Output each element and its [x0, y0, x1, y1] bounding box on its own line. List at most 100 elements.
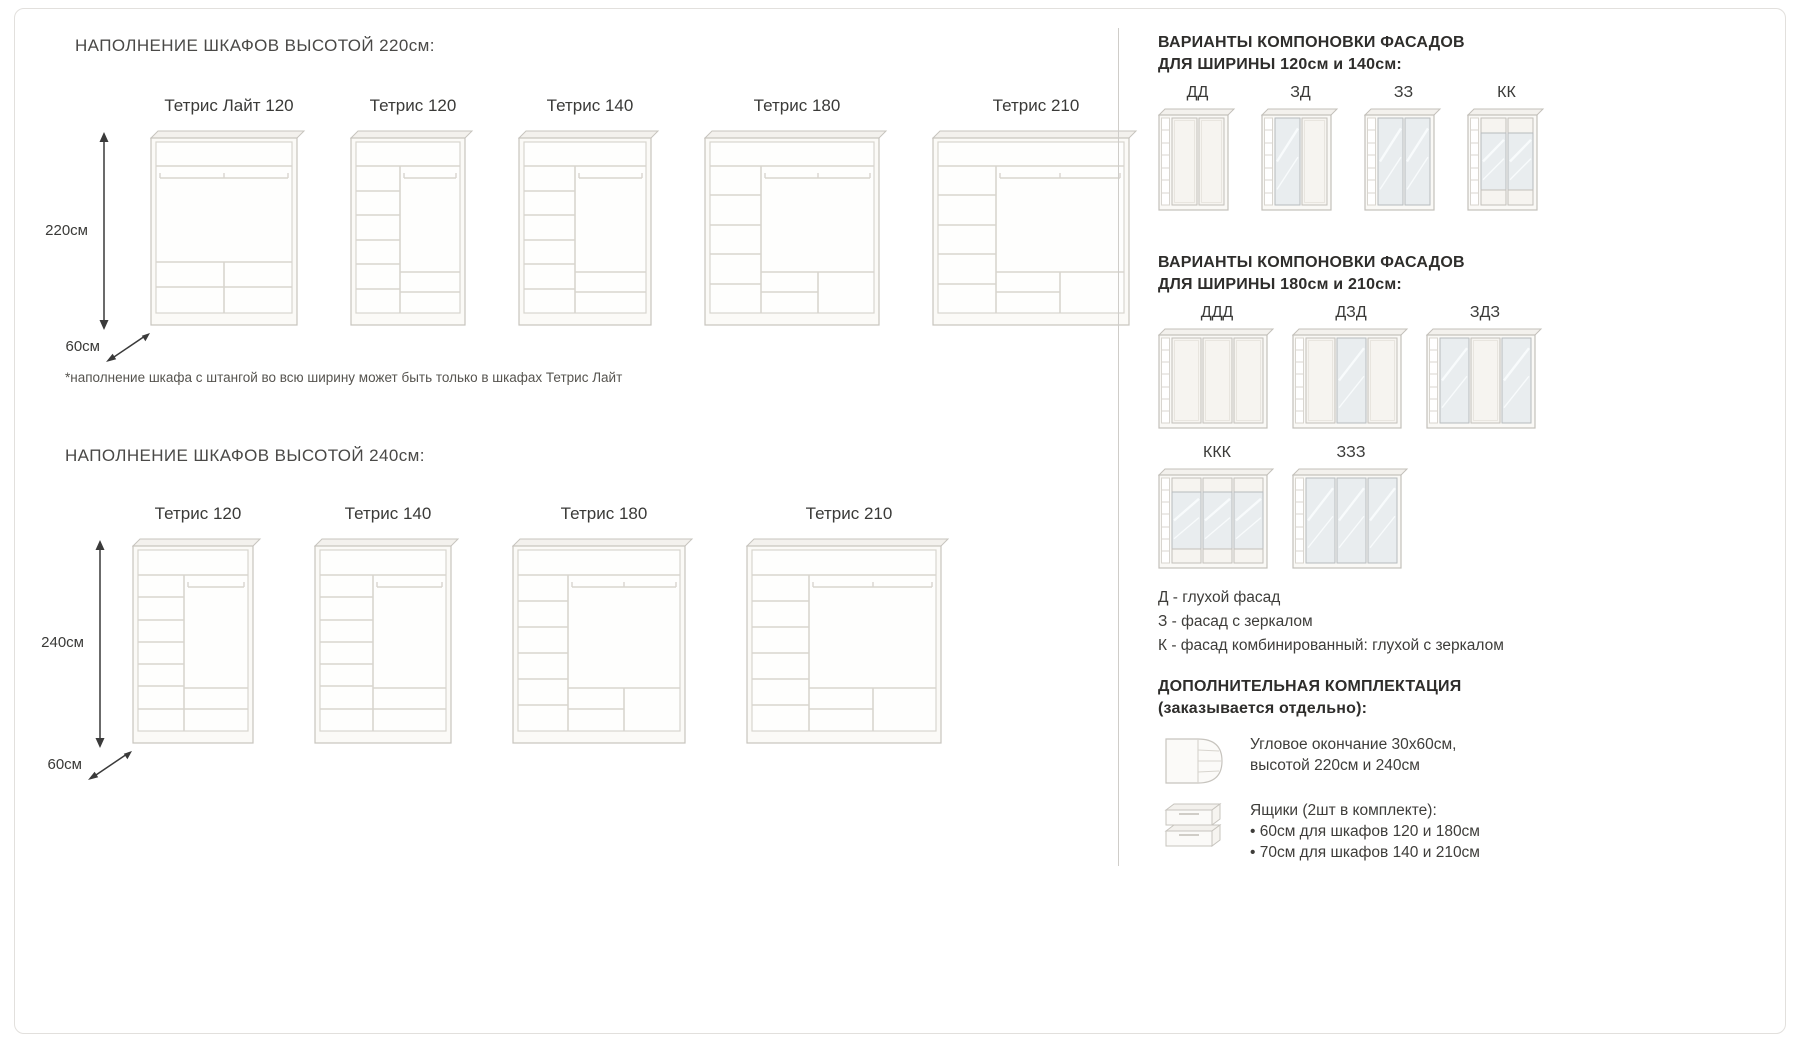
- extra-item-corner-end: Угловое окончание 30х60см, высотой 220см…: [1158, 734, 1456, 792]
- depth-arrow-220: [104, 330, 152, 371]
- facade-diagram-icon: [1363, 108, 1442, 211]
- facade-variant-дд: ДД: [1157, 84, 1237, 218]
- wardrobe-interior-icon: [149, 130, 306, 326]
- facade-variant-ззз: ЗЗЗ: [1291, 444, 1410, 576]
- wardrobe-тетрис-140: Тетрис 140: [313, 504, 462, 752]
- wardrobe-diagram: [131, 537, 264, 752]
- drawers-icon: [1158, 800, 1232, 858]
- wardrobe-тетрис-210: Тетрис 210: [745, 504, 952, 752]
- wardrobe-label: Тетрис 120: [154, 504, 242, 523]
- facade-title-line2: ДЛЯ ШИРИНЫ 180см и 210см:: [1158, 276, 1402, 293]
- facade-title-line1: ВАРИАНТЫ КОМПОНОВКИ ФАСАДОВ: [1158, 34, 1465, 51]
- facade-diagram-icon: [1157, 328, 1275, 429]
- extra-item-text: Угловое окончание 30х60см, высотой 220см…: [1250, 734, 1456, 776]
- height-arrow-240: [92, 540, 108, 753]
- height-arrow-icon: [99, 132, 109, 330]
- facade-diagram: [1466, 107, 1546, 218]
- height-dimension-label-220: 220см: [45, 222, 88, 239]
- wardrobe-тетрис-140: Тетрис 140: [517, 96, 662, 334]
- extras-title: ДОПОЛНИТЕЛЬНАЯ КОМПЛЕКТАЦИЯ (заказываетс…: [1158, 676, 1461, 720]
- wardrobe-interior-icon: [349, 130, 474, 326]
- extra-line: высотой 220см и 240см: [1250, 757, 1420, 774]
- wardrobe-label: Тетрис 210: [805, 504, 893, 523]
- wardrobe-label: Тетрис Лайт 120: [164, 96, 294, 115]
- facade-variant-ддд: ДДД: [1157, 304, 1276, 436]
- facade-variant-зд: ЗД: [1260, 84, 1340, 218]
- facade-group-title-180-210: ВАРИАНТЫ КОМПОНОВКИ ФАСАДОВ ДЛЯ ШИРИНЫ 1…: [1158, 252, 1465, 296]
- facade-variant-зз: ЗЗ: [1363, 84, 1443, 218]
- wardrobe-diagram: [511, 537, 696, 752]
- facade-variant-label: ДД: [1186, 84, 1209, 101]
- wardrobe-diagram: [349, 129, 476, 334]
- extra-line: • 70см для шкафов 140 и 210см: [1250, 844, 1480, 861]
- facade-variants-row-180-210-b: ККК ЗЗЗ: [1157, 444, 1410, 576]
- wardrobe-interior-icon: [313, 538, 460, 744]
- wardrobe-label: Тетрис 140: [546, 96, 634, 115]
- extra-line: • 60см для шкафов 120 и 180см: [1250, 823, 1480, 840]
- facade-diagram: [1291, 327, 1410, 436]
- wardrobe-diagram: [931, 129, 1140, 334]
- facade-variant-label: КК: [1497, 84, 1516, 101]
- wardrobe-interior-icon: [931, 130, 1138, 326]
- depth-dimension-label-220: 60см: [65, 338, 101, 355]
- facade-diagram: [1425, 327, 1544, 436]
- wardrobe-тетрис-120: Тетрис 120: [349, 96, 476, 334]
- facade-diagram-icon: [1291, 468, 1409, 569]
- facade-variants-row-120-140: ДД ЗД ЗЗ КК: [1157, 84, 1546, 218]
- facade-diagram-icon: [1157, 468, 1275, 569]
- wardrobe-label: Тетрис 180: [560, 504, 648, 523]
- wardrobe-diagram: [313, 537, 462, 752]
- facade-diagram: [1157, 327, 1276, 436]
- facade-title-line1: ВАРИАНТЫ КОМПОНОВКИ ФАСАДОВ: [1158, 254, 1465, 271]
- extras-title-line2: (заказывается отдельно):: [1158, 700, 1368, 717]
- facade-variant-label: ЗЗ: [1393, 84, 1414, 101]
- height-dimension-label-240: 240см: [41, 634, 84, 651]
- depth-arrow-icon: [88, 751, 132, 780]
- corner-end-icon: [1165, 738, 1223, 784]
- facade-variant-кк: КК: [1466, 84, 1546, 218]
- depth-arrow-240: [86, 748, 134, 789]
- facade-diagram: [1157, 107, 1237, 218]
- wardrobe-interior-icon: [703, 130, 888, 326]
- wardrobe-diagram: [517, 129, 662, 334]
- facade-variant-label: ЗДЗ: [1469, 304, 1501, 321]
- facade-diagram-icon: [1425, 328, 1543, 429]
- extra-item-text: Ящики (2шт в комплекте): • 60см для шкаф…: [1250, 800, 1480, 863]
- facade-legend: Д - глухой фасад З - фасад с зеркалом К …: [1158, 586, 1504, 658]
- wardrobe-тетрис-180: Тетрис 180: [511, 504, 696, 752]
- wardrobe-diagram: [703, 129, 890, 334]
- wardrobe-тетрис-лайт-120: Тетрис Лайт 120: [149, 96, 308, 334]
- legend-line-z: З - фасад с зеркалом: [1158, 613, 1313, 630]
- facade-variant-здз: ЗДЗ: [1425, 304, 1544, 436]
- height-arrow-220: [96, 132, 112, 335]
- extra-item-drawers: Ящики (2шт в комплекте): • 60см для шкаф…: [1158, 800, 1480, 863]
- wardrobe-interior-icon: [517, 130, 660, 326]
- facade-variant-label: ДЗД: [1335, 304, 1367, 321]
- wardrobe-interior-icon: [745, 538, 950, 744]
- facade-diagram-icon: [1466, 108, 1545, 211]
- facade-variant-label: ЗЗЗ: [1336, 444, 1366, 461]
- facade-variants-row-180-210-a: ДДД ДЗД ЗДЗ: [1157, 304, 1544, 436]
- wardrobe-тетрис-180: Тетрис 180: [703, 96, 890, 334]
- wardrobe-interior-icon: [131, 538, 262, 744]
- facade-variant-label: ККК: [1203, 444, 1231, 461]
- section-title-220: НАПОЛНЕНИЕ ШКАФОВ ВЫСОТОЙ 220см:: [75, 36, 435, 55]
- wardrobe-interior-icon: [511, 538, 694, 744]
- facade-diagram: [1363, 107, 1443, 218]
- wardrobe-label: Тетрис 180: [753, 96, 841, 115]
- wardrobe-label: Тетрис 210: [992, 96, 1080, 115]
- depth-arrow-icon: [106, 333, 150, 362]
- wardrobe-diagram: [745, 537, 952, 752]
- legend-line-k: К - фасад комбинированный: глухой с зерк…: [1158, 637, 1504, 654]
- legend-line-d: Д - глухой фасад: [1158, 589, 1281, 606]
- corner-end-icon: [1158, 734, 1232, 792]
- panel-divider: [1118, 28, 1119, 866]
- facade-variant-label: ЗД: [1290, 84, 1311, 101]
- depth-dimension-label-240: 60см: [47, 756, 83, 773]
- facade-variant-ккк: ККК: [1157, 444, 1276, 576]
- facade-diagram-icon: [1157, 108, 1236, 211]
- facade-variant-label: ДДД: [1200, 304, 1234, 321]
- facade-variant-дзд: ДЗД: [1291, 304, 1410, 436]
- wardrobe-row-240: Тетрис 120 Тетрис 140 Тетрис 180 Тетрис 210: [131, 504, 952, 752]
